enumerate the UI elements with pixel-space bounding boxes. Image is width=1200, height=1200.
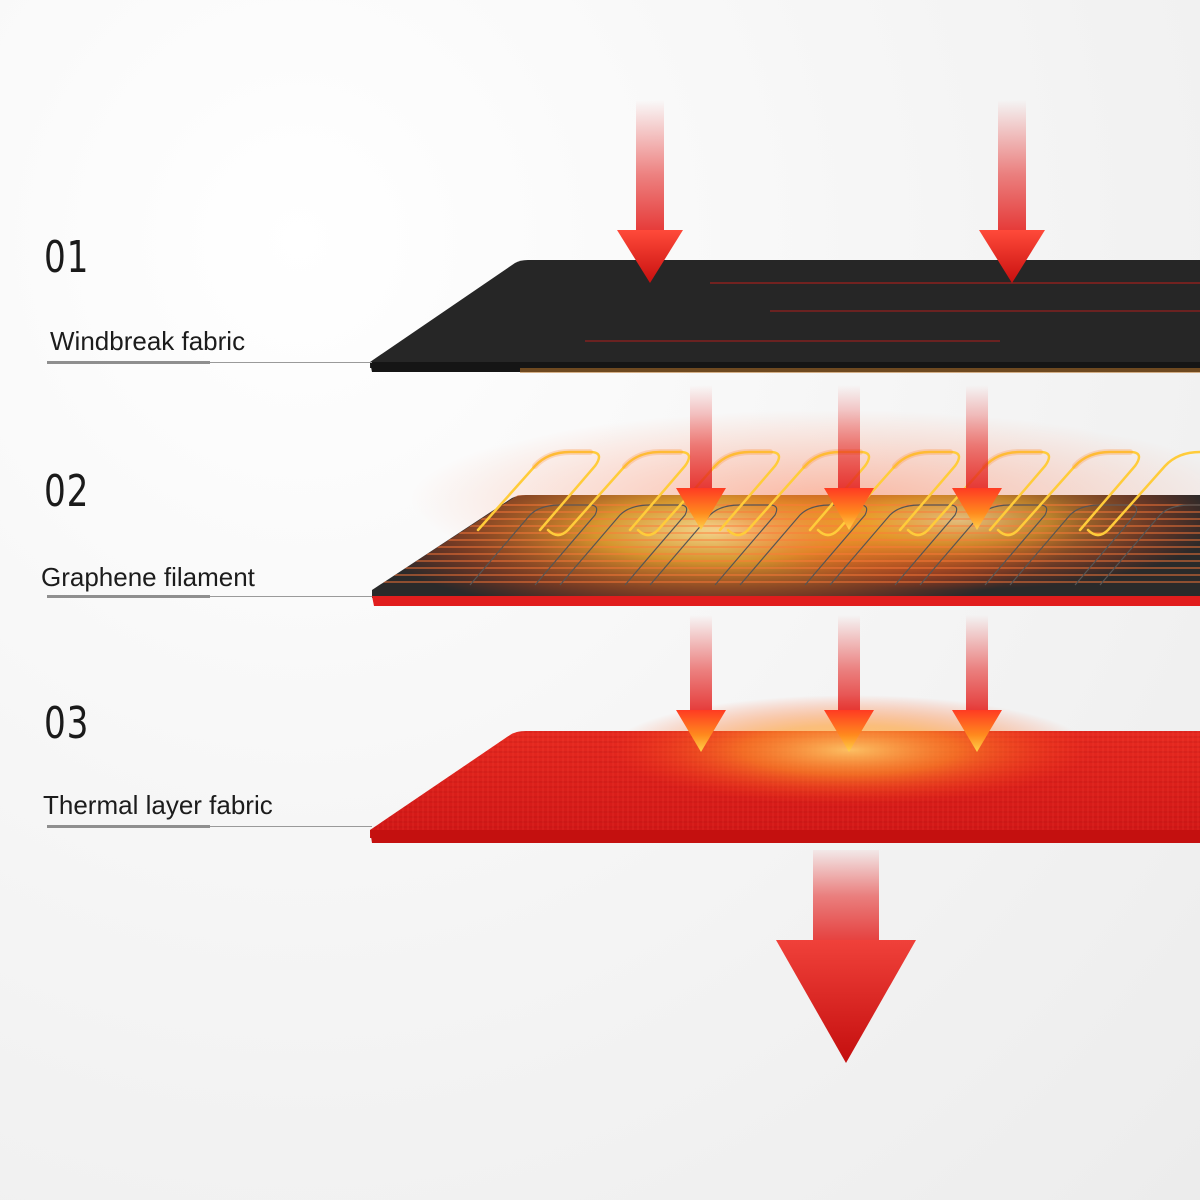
graphene-filament-layer xyxy=(372,410,1200,606)
layer-name-windbreak: Windbreak fabric xyxy=(50,326,246,356)
heat-arrow-down-icon xyxy=(979,100,1045,283)
heat-arrow-down-icon xyxy=(952,385,1002,530)
windbreak-fabric-layer xyxy=(370,260,1200,373)
layer-number-02: 02 xyxy=(44,466,90,517)
thermal-layer-fabric xyxy=(370,695,1200,843)
leader-line xyxy=(210,362,372,363)
heat-arrow-down-icon xyxy=(824,615,874,752)
heat-arrow-down-icon xyxy=(617,100,683,283)
layer-number-01: 01 xyxy=(44,232,90,283)
heat-arrow-down-icon xyxy=(952,615,1002,752)
leader-line xyxy=(210,596,372,597)
large-output-arrow-icon xyxy=(776,850,916,1063)
heat-arrow-down-icon xyxy=(824,385,874,530)
leader-line xyxy=(210,826,372,827)
heat-arrow-down-icon xyxy=(676,385,726,530)
label-underline xyxy=(47,361,210,364)
heat-arrow-down-icon xyxy=(676,615,726,752)
layer-name-thermal: Thermal layer fabric xyxy=(43,790,273,820)
layer-name-graphene: Graphene filament xyxy=(41,562,255,592)
layer-number-03: 03 xyxy=(44,698,90,749)
label-underline xyxy=(47,595,210,598)
label-underline xyxy=(47,825,210,828)
